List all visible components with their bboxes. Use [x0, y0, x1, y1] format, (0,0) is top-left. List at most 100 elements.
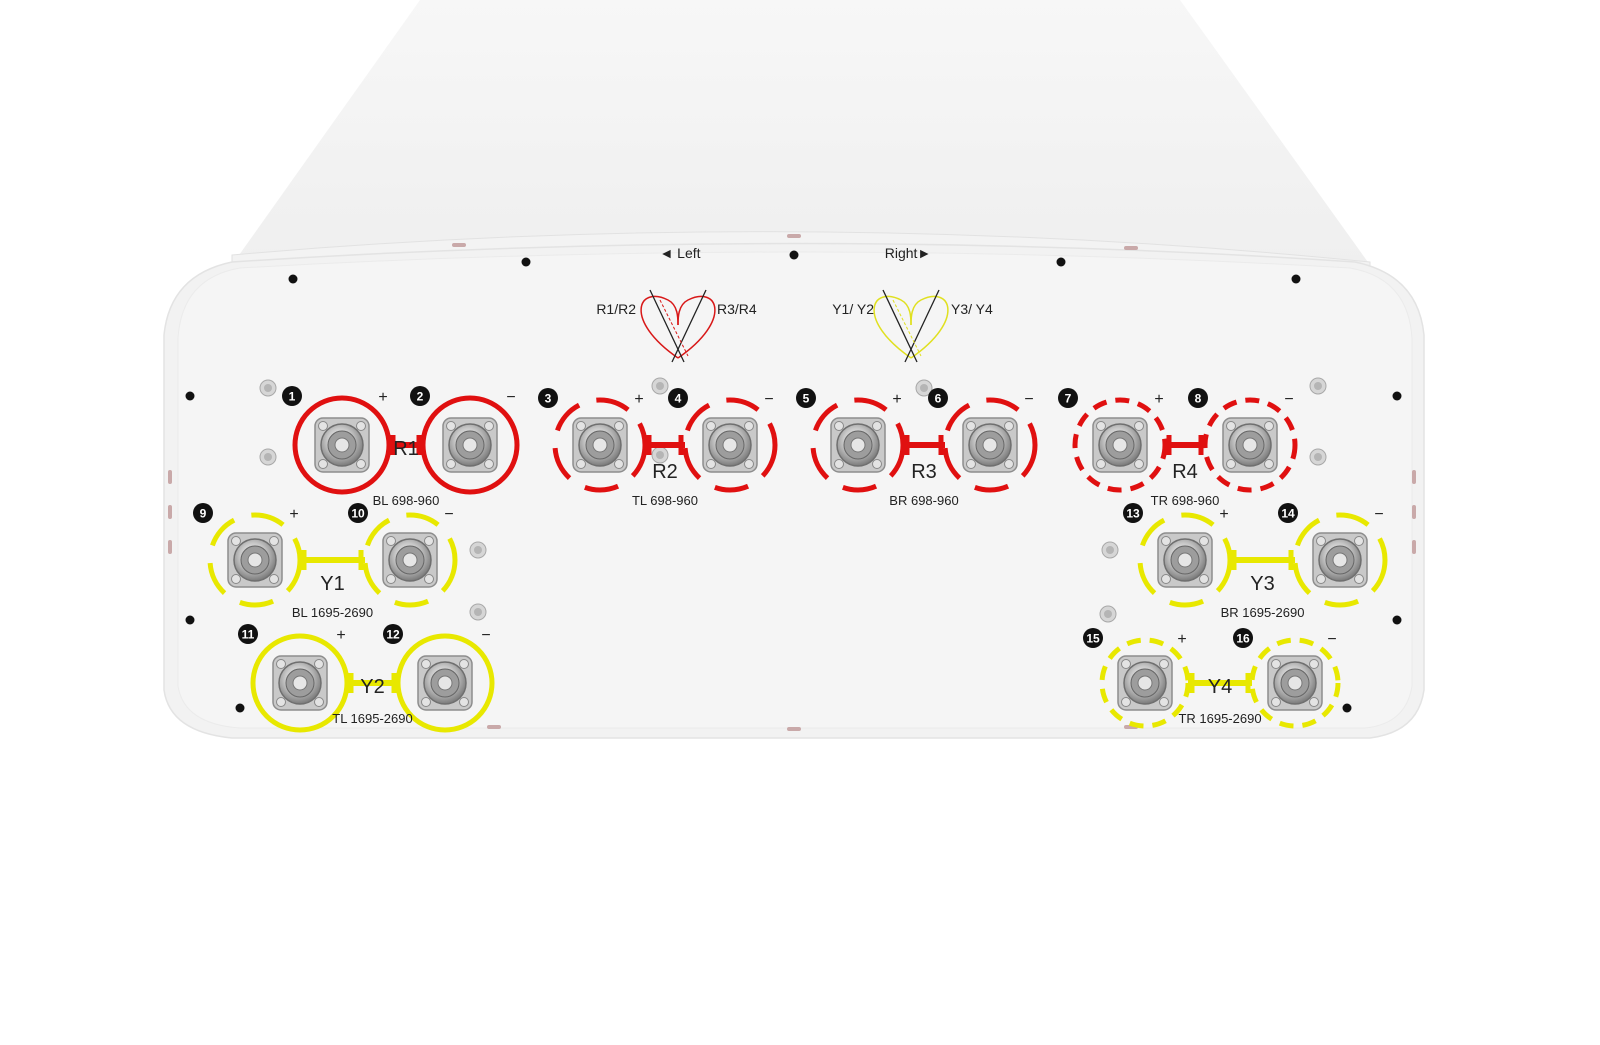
port-pair-id: Y2 — [360, 676, 384, 698]
rf-connector-icon — [272, 655, 328, 711]
port-ring — [1099, 637, 1191, 729]
rf-connector-icon — [702, 417, 758, 473]
port-pair-id: R3 — [911, 461, 937, 483]
rf-connector-icon — [1117, 655, 1173, 711]
port-ring — [1202, 397, 1298, 493]
rf-connector-icon — [442, 417, 498, 473]
polarization-icons — [640, 289, 949, 363]
port-ring — [682, 397, 778, 493]
screw-icon — [915, 379, 933, 397]
port-pair-band: TL 698-960 — [632, 493, 698, 508]
panel-plate — [177, 251, 1413, 729]
mounting-hole — [1291, 274, 1301, 284]
port-ring — [1072, 397, 1168, 493]
rf-connector-icon — [572, 417, 628, 473]
port-number-badge — [1058, 388, 1078, 408]
polarity-minus: − — [481, 627, 490, 644]
polarity-minus: − — [1284, 391, 1293, 408]
side-vent — [1412, 540, 1416, 554]
screw-icon — [469, 541, 487, 559]
port-pair-band: TL 1695-2690 — [332, 711, 412, 726]
polarization-label-y3y4: Y3/ Y4 — [951, 301, 993, 317]
port-number-badge — [383, 624, 403, 644]
port-pair-band: TR 1695-2690 — [1178, 711, 1261, 726]
port-number-badge — [668, 388, 688, 408]
port-pair-band: BL 698-960 — [373, 493, 440, 508]
polarity-minus: − — [1374, 506, 1383, 523]
screw-icon — [1101, 541, 1119, 559]
polarity-minus: − — [1024, 391, 1033, 408]
port-number: 4 — [675, 392, 682, 406]
rf-connector-icon — [1312, 532, 1368, 588]
mounting-hole — [1056, 257, 1066, 267]
port-number: 11 — [242, 628, 255, 642]
port-pair-id: Y3 — [1250, 573, 1274, 595]
port-pair-id: Y4 — [1208, 676, 1232, 698]
port-number: 10 — [351, 507, 365, 521]
polarity-plus: + — [378, 389, 387, 406]
port-number-badge — [238, 624, 258, 644]
side-vent — [1412, 470, 1416, 484]
rf-connector-icon — [1092, 417, 1148, 473]
port-number: 14 — [1281, 507, 1295, 521]
screw-icon — [259, 448, 277, 466]
port-ring — [552, 397, 648, 493]
polarity-plus: + — [289, 506, 298, 523]
polarity-plus: + — [892, 391, 901, 408]
port-number-badge — [282, 386, 302, 406]
port-number-badge — [1123, 503, 1143, 523]
port-pair-band: TR 698-960 — [1151, 493, 1220, 508]
mounting-hole — [235, 703, 245, 713]
housing-slot — [1124, 246, 1138, 250]
port-number-badge — [796, 388, 816, 408]
panel-details — [168, 234, 1416, 731]
polarity-minus: − — [444, 506, 453, 523]
screw-icon — [651, 446, 669, 464]
side-vent — [1412, 505, 1416, 519]
port-ring — [292, 395, 392, 495]
side-vent — [168, 505, 172, 519]
rf-connector-icon — [417, 655, 473, 711]
mounting-hole — [521, 257, 531, 267]
port-pair-y3: 13 +14 − Y3 BR 1695-2690 — [1123, 503, 1388, 620]
port-pair-band: BR 1695-2690 — [1221, 605, 1305, 620]
port-number: 13 — [1126, 507, 1140, 521]
housing-slot — [452, 243, 466, 247]
housing-slot — [787, 727, 801, 731]
left-direction-label: ◄ Left — [659, 245, 700, 261]
right-direction-label: Right► — [885, 245, 932, 261]
port-pair-id: R4 — [1172, 461, 1198, 483]
polarity-plus: + — [634, 391, 643, 408]
port-number: 8 — [1195, 392, 1202, 406]
polarity-plus: + — [336, 627, 345, 644]
mounting-hole — [288, 274, 298, 284]
port-number: 15 — [1086, 632, 1100, 646]
polarization-icon-yellow — [873, 289, 949, 363]
port-number: 9 — [200, 507, 207, 521]
port-number-badge — [1083, 628, 1103, 648]
rf-connector-icon — [382, 532, 438, 588]
port-number: 7 — [1065, 392, 1072, 406]
polarization-label-y1y2: Y1/ Y2 — [832, 301, 874, 317]
screw-icon — [259, 379, 277, 397]
polarization-icon-red — [640, 289, 716, 363]
port-number-badge — [193, 503, 213, 523]
port-number-badge — [1233, 628, 1253, 648]
port-number: 1 — [289, 390, 296, 404]
port-ring — [810, 397, 906, 493]
polarity-plus: + — [1219, 506, 1228, 523]
port-ring — [207, 512, 303, 608]
port-ring — [1137, 512, 1233, 608]
port-number: 5 — [803, 392, 810, 406]
port-number: 16 — [1236, 632, 1250, 646]
rf-connector-icon — [830, 417, 886, 473]
side-vent — [168, 540, 172, 554]
